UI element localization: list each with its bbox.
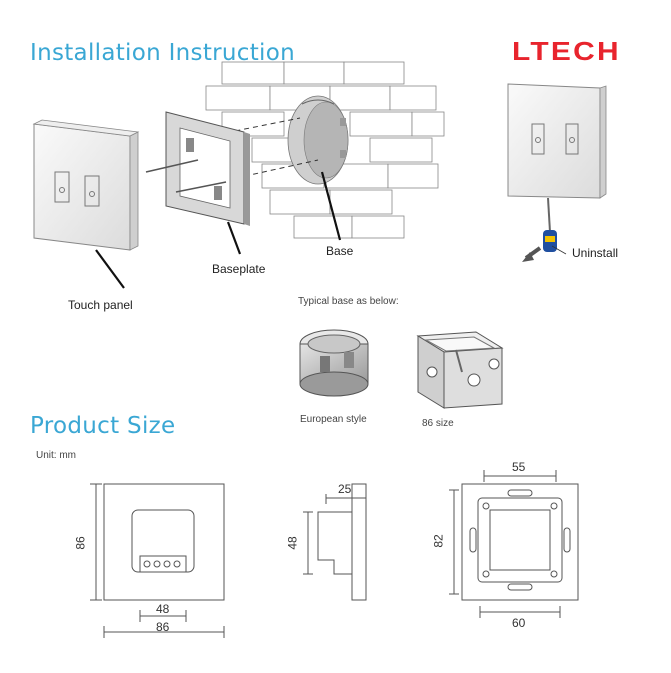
unit-label: Unit: mm — [36, 450, 76, 461]
screws — [145, 159, 227, 193]
european-style-label: European style — [300, 414, 367, 425]
touch-panel-label: Touch panel — [68, 298, 133, 312]
touch-panel-graphic — [32, 119, 140, 251]
dim-side-depth: 25 — [338, 482, 352, 496]
dim-front-width: 86 — [156, 620, 170, 634]
screwdriver-icon — [543, 197, 557, 252]
dim-front-inner-width: 48 — [156, 602, 170, 616]
plate-view-drawing — [449, 470, 579, 618]
side-view-drawing — [303, 483, 367, 601]
product-size-title: Product Size — [30, 413, 176, 439]
dim-plate-height: 82 — [431, 534, 446, 548]
dim-front-height: 86 — [73, 536, 88, 550]
ltech-logo: LTECH — [512, 36, 621, 66]
86-base-graphic — [416, 331, 504, 409]
base-label: Base — [326, 244, 354, 258]
86-size-label: 86 size — [422, 418, 454, 429]
dim-plate-top-width: 55 — [512, 460, 526, 474]
base-box — [287, 95, 349, 185]
uninstall-panel-graphic — [507, 83, 607, 199]
uninstall-label: Uninstall — [572, 246, 619, 260]
dim-plate-bottom-width: 60 — [512, 616, 526, 630]
front-view-drawing — [90, 483, 225, 638]
baseplate-label: Baseplate — [212, 262, 266, 276]
dim-side-height: 48 — [285, 536, 300, 550]
typical-base-label: Typical base as below: — [298, 296, 399, 307]
european-base-graphic — [299, 329, 369, 397]
